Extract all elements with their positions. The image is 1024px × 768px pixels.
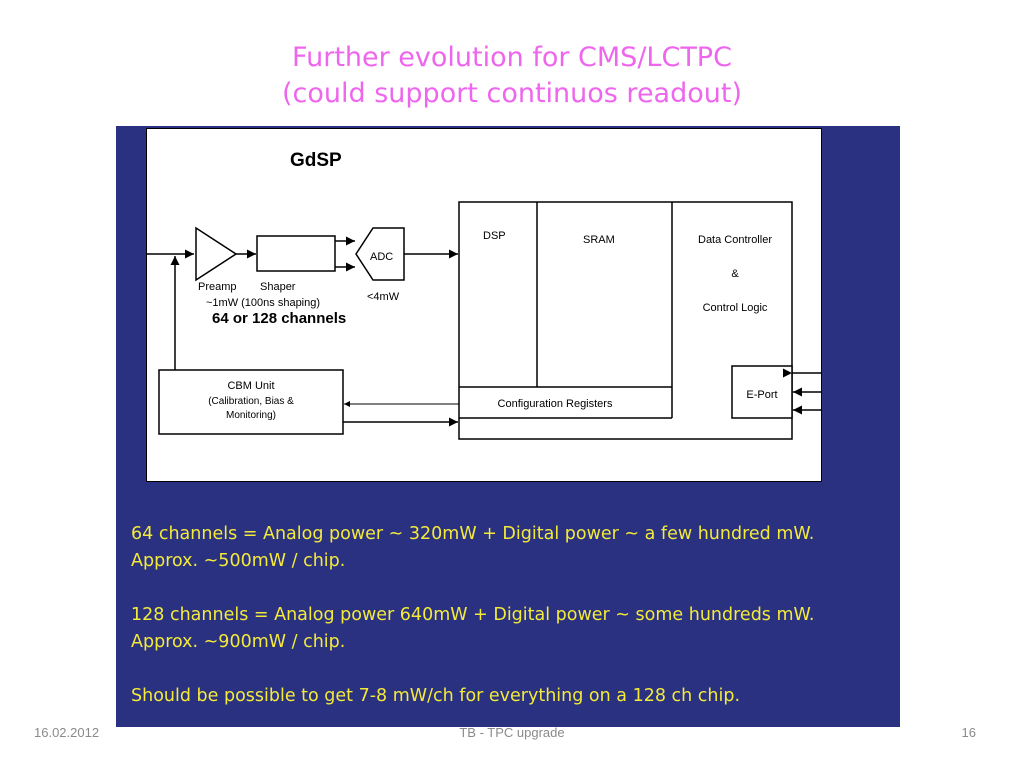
sram-label: SRAM [583,234,615,246]
preamp-triangle [195,226,238,282]
note-64ch-line2: Approx. ~500mW / chip. [131,551,346,571]
config-registers-label: Configuration Registers [498,398,613,410]
slide-title-line1: Further evolution for CMS/LCTPC [292,42,732,73]
power-notes: 64 channels = Analog power ~ 320mW + Dig… [131,521,891,710]
channels-label: 64 or 128 channels [212,310,346,327]
note-64ch-line1: 64 channels = Analog power ~ 320mW + Dig… [131,524,815,544]
footer-date: 16.02.2012 [34,725,100,740]
footer-title: TB - TPC upgrade [459,725,565,740]
shaper-box [256,235,336,272]
dsp-label: DSP [483,230,506,242]
cbm-unit-box [158,369,344,435]
cbm-detail-line1: (Calibration, Bias & [208,396,294,407]
gdsp-block-diagram: GdSP ADC Preamp Shaper ~1mW (100ns shapi… [146,128,822,482]
cbm-detail-line2: Monitoring) [226,410,276,421]
note-128ch-line1: 128 channels = Analog power 640mW + Digi… [131,605,815,625]
note-summary: Should be possible to get 7-8 mW/ch for … [131,686,741,706]
ampersand-label: & [731,268,739,280]
eport-box [731,365,793,419]
control-logic-label: Control Logic [703,302,768,314]
preamp-label: Preamp [198,281,237,293]
chip-name: GdSP [290,150,342,171]
eport-label: E-Port [746,389,777,401]
shaping-power-label: ~1mW (100ns shaping) [206,297,320,309]
slide-title-line2: (could support continuos readout) [282,78,742,109]
cbm-unit-label: CBM Unit [227,380,274,392]
shaper-label: Shaper [260,281,296,293]
adc-label: ADC [370,251,393,263]
footer-page-number: 16 [961,725,976,740]
data-controller-label: Data Controller [698,234,772,246]
adc-power-label: <4mW [367,291,400,303]
note-128ch-line2: Approx. ~900mW / chip. [131,632,346,652]
